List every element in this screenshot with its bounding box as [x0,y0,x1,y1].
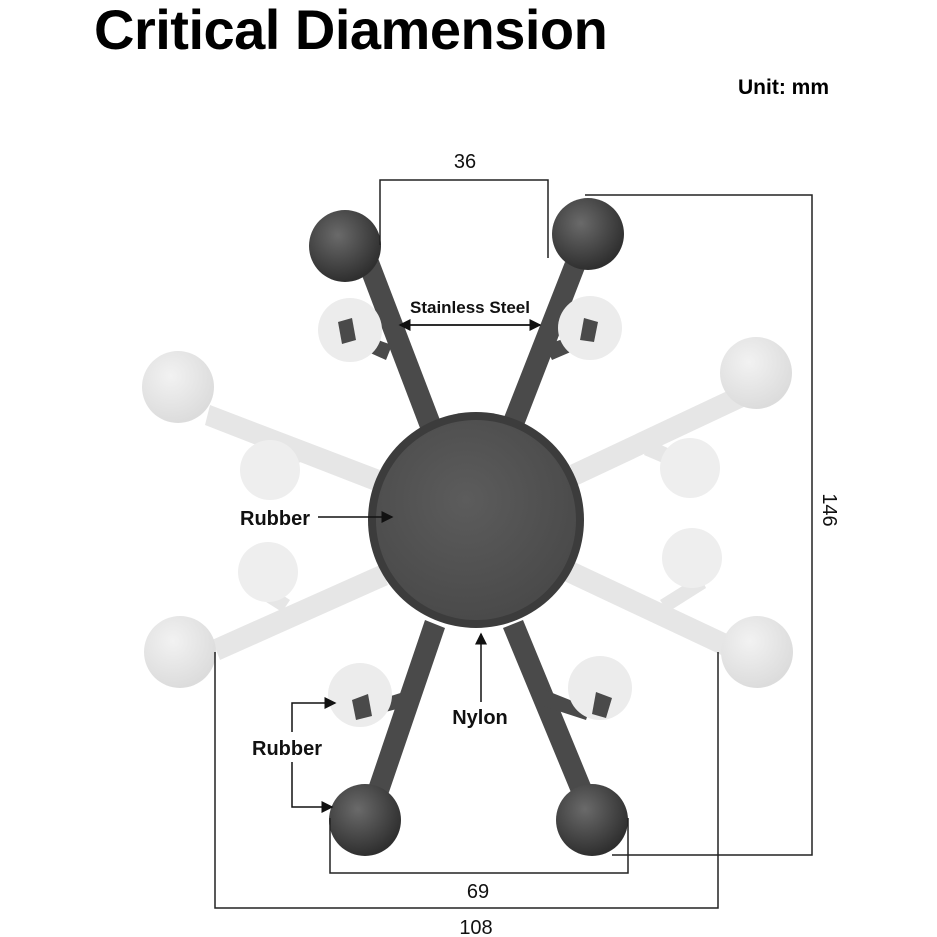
ghost-ball [142,351,214,423]
arm-ball [552,198,624,270]
unit-label: Unit: mm [738,76,829,99]
ghost-arms [142,337,793,688]
arm-ball [556,784,628,856]
label-stainless-steel: Stainless Steel [410,298,530,317]
dimension-lines [214,179,813,909]
page-title: Critical Diamension [94,0,608,61]
center-pad [368,412,584,628]
dimension-bottom-outer: 108 [459,917,492,937]
arm-ball [329,784,401,856]
label-rubber-pad: Rubber [240,508,310,530]
arm-ball [309,210,381,282]
label-nylon: Nylon [452,707,508,729]
ghost-ball [720,337,792,409]
label-rubber-tips: Rubber [252,738,322,760]
dimension-top-width: 36 [454,151,476,173]
steel-arms [309,198,632,856]
rubber-pad [376,420,576,620]
callout-arrows [291,319,542,813]
ghost-ball [144,616,216,688]
dimension-bottom-inner: 69 [467,881,489,903]
ghost-ball [721,616,793,688]
dimension-height: 146 [818,493,840,526]
